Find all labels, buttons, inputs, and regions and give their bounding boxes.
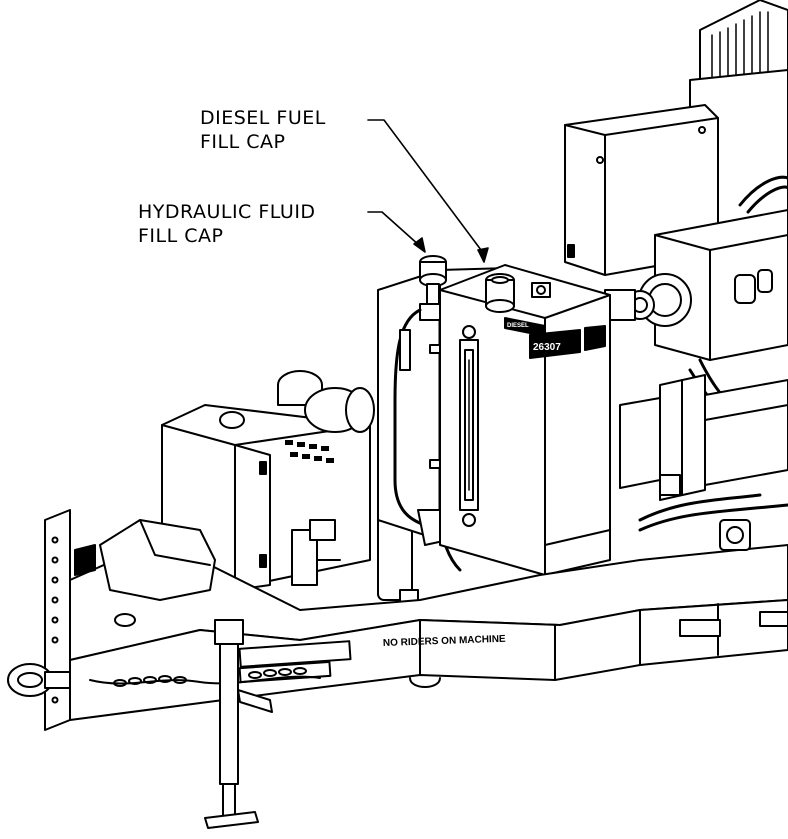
pump-support-frame <box>619 374 788 501</box>
inline-filter <box>399 329 411 371</box>
hydraulic-callout-line1: HYDRAULIC FLUID <box>138 201 316 223</box>
jack-stand <box>204 619 273 829</box>
no-riders-decal: NO RIDERS ON MACHINE <box>383 634 506 649</box>
gearbox-housing <box>604 209 788 361</box>
lunette-ring <box>7 663 71 697</box>
air-cleaner <box>219 370 375 433</box>
engine-cast-letters <box>285 440 334 463</box>
battery-box <box>99 519 216 627</box>
callout-leaders <box>367 119 489 263</box>
valve-block <box>291 519 341 586</box>
diesel-callout-line1: DIESEL FUEL <box>200 107 326 129</box>
diesel-fuel-tank <box>439 264 611 576</box>
hydraulic-fluid-callout: HYDRAULIC FLUID FILL CAP <box>138 200 316 248</box>
diesel-fuel-callout: DIESEL FUEL FILL CAP <box>200 106 326 154</box>
safety-chain <box>89 667 321 687</box>
right-deck-fittings <box>638 474 788 551</box>
diesel-tank-decal: DIESEL <box>507 323 529 329</box>
diesel-callout-line2: FILL CAP <box>200 131 286 153</box>
tank-number-decal: 26307 <box>533 342 561 353</box>
hydraulic-fill-cap-icon <box>419 255 447 321</box>
hydraulic-callout-line2: FILL CAP <box>138 225 224 247</box>
diesel-fill-cap-icon <box>485 273 551 313</box>
